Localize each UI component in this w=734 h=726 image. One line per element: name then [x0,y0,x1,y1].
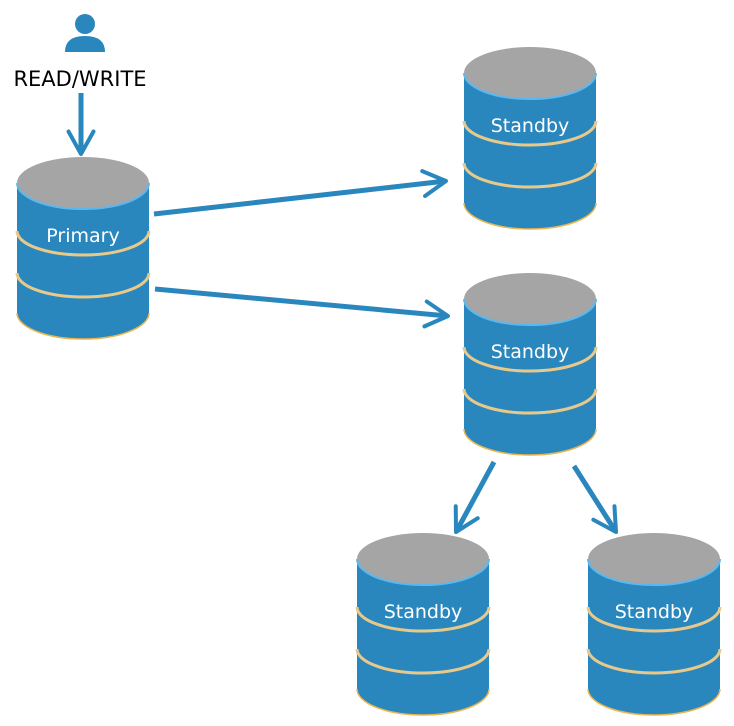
arrow-primary-to-standby-top [153,169,448,217]
user-icon [65,14,105,52]
primary-label: Primary [46,225,119,247]
standby-label-bottom-right: Standby [615,601,694,623]
primary-database: Primary [15,155,151,341]
standby-database-bottom-right: Standby [586,531,722,717]
standby-database-top: Standby [462,45,598,231]
standby-label-top: Standby [491,115,570,137]
arrow-standby-to-bottom-left [453,460,497,534]
arrow-standby-to-bottom-right [571,464,619,534]
arrow-primary-to-standby-middle [154,286,450,329]
standby-label-bottom-left: Standby [384,601,463,623]
read-write-label: READ/WRITE [13,67,146,91]
standby-database-middle: Standby [462,271,598,457]
standby-label-middle: Standby [491,341,570,363]
standby-database-bottom-left: Standby [355,531,491,717]
